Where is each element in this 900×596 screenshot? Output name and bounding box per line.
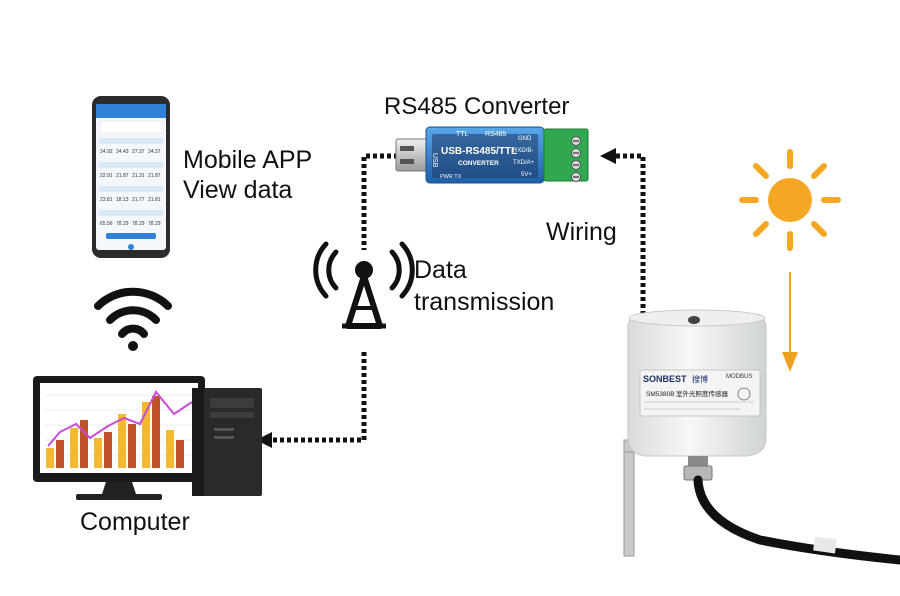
sensor-brand: SONBEST <box>643 374 687 384</box>
phone-row-header <box>99 210 163 216</box>
converter-pin-5v: 5V+ <box>521 172 532 178</box>
arrowhead-to-computer <box>256 432 272 448</box>
phone-value: 21.81 <box>148 197 161 203</box>
view-data-label: View data <box>183 176 292 204</box>
wifi-dot <box>128 341 138 351</box>
antenna-icon <box>313 241 415 329</box>
phone-row-header <box>99 162 163 168</box>
phone-value: 65.56 <box>100 221 113 227</box>
sensor-icon: SONBEST 搜博 MODBUS SM5380B 室外光照度传感器 <box>623 309 900 565</box>
arrowhead-to-converter <box>600 148 616 164</box>
phone-value: 22.91 <box>100 173 113 179</box>
phone-value: 24.37 <box>148 149 161 155</box>
converter-usb-label: USB <box>431 153 438 168</box>
converter-pin-rxd: RXD/B- <box>513 148 533 154</box>
phone-value: 24.92 <box>100 149 113 155</box>
phone-row-header <box>99 138 163 144</box>
converter-name: USB-RS485/TTL <box>441 146 517 157</box>
sensor-protocol: MODBUS <box>726 374 752 380</box>
sensor-model-cn: 室外光照度传感器 <box>676 389 729 398</box>
connector-usb-to-antenna <box>361 153 398 250</box>
converter-pin-gnd: GND <box>518 136 532 142</box>
phone-value: 78.29 <box>132 221 145 227</box>
phone-value: 78.29 <box>148 221 161 227</box>
phone-value: 27.37 <box>132 149 145 155</box>
computer-icon <box>33 376 262 500</box>
converter-title: RS485 Converter <box>384 93 569 120</box>
light-arrow-icon <box>782 272 798 372</box>
terminal-block <box>543 128 589 182</box>
converter-sub: CONVERTER <box>458 160 499 167</box>
phone-value: 21.31 <box>132 173 145 179</box>
phone-value: 21.87 <box>148 173 161 179</box>
converter-device: TTL RS485 USB USB-RS485/TTL CONVERTER PW… <box>395 126 589 184</box>
converter-leds: PWR TX <box>440 174 462 180</box>
sensor-model: SM5380B <box>646 391 675 398</box>
phone-value: 21.87 <box>116 173 129 179</box>
connector-sensor-to-converter <box>614 153 646 322</box>
sun-icon <box>739 149 841 251</box>
wiring-label: Wiring <box>546 218 617 246</box>
phone-row-header <box>99 186 163 192</box>
mobile-app-label: Mobile APP <box>183 146 312 174</box>
converter-ttl-label: TTL <box>456 131 469 138</box>
wifi-icon <box>94 287 172 338</box>
phone-value: 24.43 <box>116 149 129 155</box>
connector-antenna-to-computer <box>270 352 367 443</box>
sensor-brand-cn: 搜博 <box>692 374 708 384</box>
data-label: Data <box>414 256 467 284</box>
usb-plug <box>395 138 431 172</box>
converter-pin-txd: TXD/A+ <box>513 160 535 166</box>
transmission-label: transmission <box>414 288 554 316</box>
computer-label: Computer <box>80 508 190 536</box>
connector-lines <box>270 153 646 443</box>
phone-value: 18.13 <box>116 197 129 203</box>
phone-value: 23.81 <box>100 197 113 203</box>
phone-value: 78.29 <box>116 221 129 227</box>
converter-rs485-label: RS485 <box>485 131 507 138</box>
phone-value: 21.77 <box>132 197 145 203</box>
